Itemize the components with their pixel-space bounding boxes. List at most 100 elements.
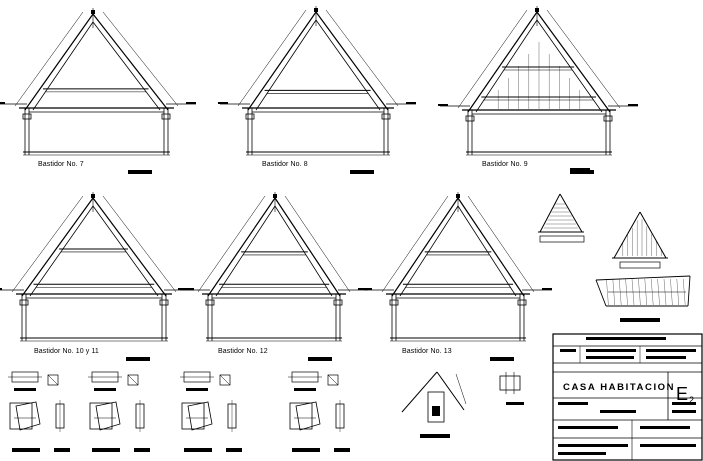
tb-text-bar bbox=[646, 349, 696, 352]
rafter-outer-right bbox=[92, 13, 169, 111]
eave-label-right bbox=[186, 102, 196, 104]
top-chord bbox=[595, 275, 691, 281]
rafter bbox=[401, 371, 438, 413]
scale-bar bbox=[308, 357, 332, 361]
scale-bar bbox=[12, 448, 40, 452]
joint-node bbox=[47, 374, 59, 386]
plate bbox=[427, 391, 445, 423]
tb-text-bar bbox=[586, 349, 636, 352]
scale-bar bbox=[490, 357, 514, 361]
project-title: CASA HABITACION bbox=[563, 382, 676, 393]
dimension-right bbox=[102, 11, 179, 107]
small-truss-detail-a bbox=[538, 168, 590, 243]
apex-node bbox=[314, 8, 318, 12]
scale-bar bbox=[126, 357, 150, 361]
scale-bar bbox=[350, 170, 374, 174]
post-plate bbox=[159, 299, 169, 306]
eave-label-right bbox=[542, 288, 552, 290]
rotated-member bbox=[15, 401, 41, 431]
rafter-inner-right bbox=[92, 21, 161, 111]
dimension-right bbox=[325, 9, 399, 107]
bolt-box bbox=[499, 375, 521, 391]
rafter-inner-right bbox=[457, 205, 517, 297]
frame-label-7: Bastidor No. 7 bbox=[38, 161, 84, 168]
rafter-inner-left bbox=[215, 205, 276, 297]
tb-text-bar bbox=[672, 410, 696, 413]
eave-label-left bbox=[362, 288, 372, 290]
post-plate bbox=[22, 113, 32, 120]
post-plate bbox=[465, 115, 475, 122]
joint-block bbox=[289, 402, 313, 430]
bolt bbox=[432, 406, 440, 416]
diagonal bbox=[219, 374, 231, 386]
eave-label-left bbox=[218, 102, 228, 104]
truss-frames-layer bbox=[0, 6, 638, 361]
post-plate bbox=[517, 299, 527, 306]
scale-bar bbox=[570, 168, 590, 172]
tb-text-bar bbox=[558, 402, 588, 405]
base bbox=[619, 261, 661, 269]
apex-node bbox=[273, 194, 277, 198]
rafter-outer-right bbox=[274, 197, 341, 297]
dimension-left bbox=[457, 9, 528, 109]
label-bar bbox=[94, 388, 116, 391]
frame-label-8: Bastidor No. 8 bbox=[262, 161, 308, 168]
eave-label-right bbox=[406, 102, 416, 104]
joint-detail-3 bbox=[180, 371, 242, 452]
scale-bar bbox=[226, 448, 242, 452]
label-bar bbox=[186, 388, 208, 391]
eave-label-left bbox=[178, 288, 188, 290]
joint-detail-4 bbox=[288, 371, 350, 452]
diagonal bbox=[47, 374, 59, 386]
post-plate bbox=[381, 113, 391, 120]
frame-label-10-11: Bastidor No. 10 y 11 bbox=[34, 348, 99, 355]
dimension-right bbox=[102, 195, 177, 293]
bolt-detail bbox=[499, 372, 524, 405]
rafter-inner-left bbox=[255, 19, 317, 111]
rafter bbox=[539, 193, 561, 233]
truss-frame-7 bbox=[0, 8, 196, 174]
sheet-number: 2 bbox=[689, 395, 695, 405]
frame-label-12: Bastidor No. 12 bbox=[218, 348, 268, 355]
rotated-member bbox=[95, 401, 121, 431]
scale-bar bbox=[334, 448, 350, 452]
frame-label-9: Bastidor No. 9 bbox=[482, 161, 528, 168]
eave-label-left bbox=[0, 102, 5, 104]
dimension-right bbox=[546, 9, 621, 109]
rafter bbox=[639, 211, 667, 259]
dimension-right bbox=[284, 195, 351, 293]
apex-node bbox=[535, 8, 539, 12]
eave-label-left bbox=[0, 288, 2, 290]
sheet-code: E bbox=[676, 384, 689, 404]
eave-label-left bbox=[438, 104, 448, 106]
post-plate bbox=[389, 299, 399, 306]
tb-text-bar bbox=[558, 444, 628, 447]
joint-block bbox=[181, 402, 205, 430]
rafter-outer-left bbox=[207, 197, 276, 297]
dimension-left bbox=[11, 195, 84, 293]
eave-label-right bbox=[628, 104, 638, 106]
perspective-detail bbox=[595, 275, 691, 322]
diagonal bbox=[327, 374, 339, 386]
dimension bbox=[455, 373, 467, 405]
joint-node bbox=[219, 374, 231, 386]
joint-block bbox=[89, 402, 113, 430]
scale-bar bbox=[292, 448, 320, 452]
rafter-inner-left bbox=[29, 205, 94, 297]
base bbox=[539, 235, 585, 243]
rotated-member bbox=[187, 401, 213, 431]
tb-text-bar bbox=[600, 410, 636, 413]
joint-detail-2 bbox=[88, 371, 150, 452]
eave-label-right bbox=[184, 288, 194, 290]
joint-node bbox=[327, 374, 339, 386]
rafter-outer-right bbox=[315, 11, 389, 111]
rafter-outer-right bbox=[92, 197, 167, 297]
title-block bbox=[552, 333, 703, 461]
post-plate bbox=[161, 113, 171, 120]
joint-detail-1 bbox=[8, 371, 70, 452]
rafter-inner-left bbox=[32, 21, 94, 111]
tb-text-bar bbox=[640, 444, 696, 447]
dimension-right bbox=[467, 195, 535, 293]
dimension-left bbox=[197, 195, 266, 293]
rafter-outer-left bbox=[24, 13, 94, 111]
